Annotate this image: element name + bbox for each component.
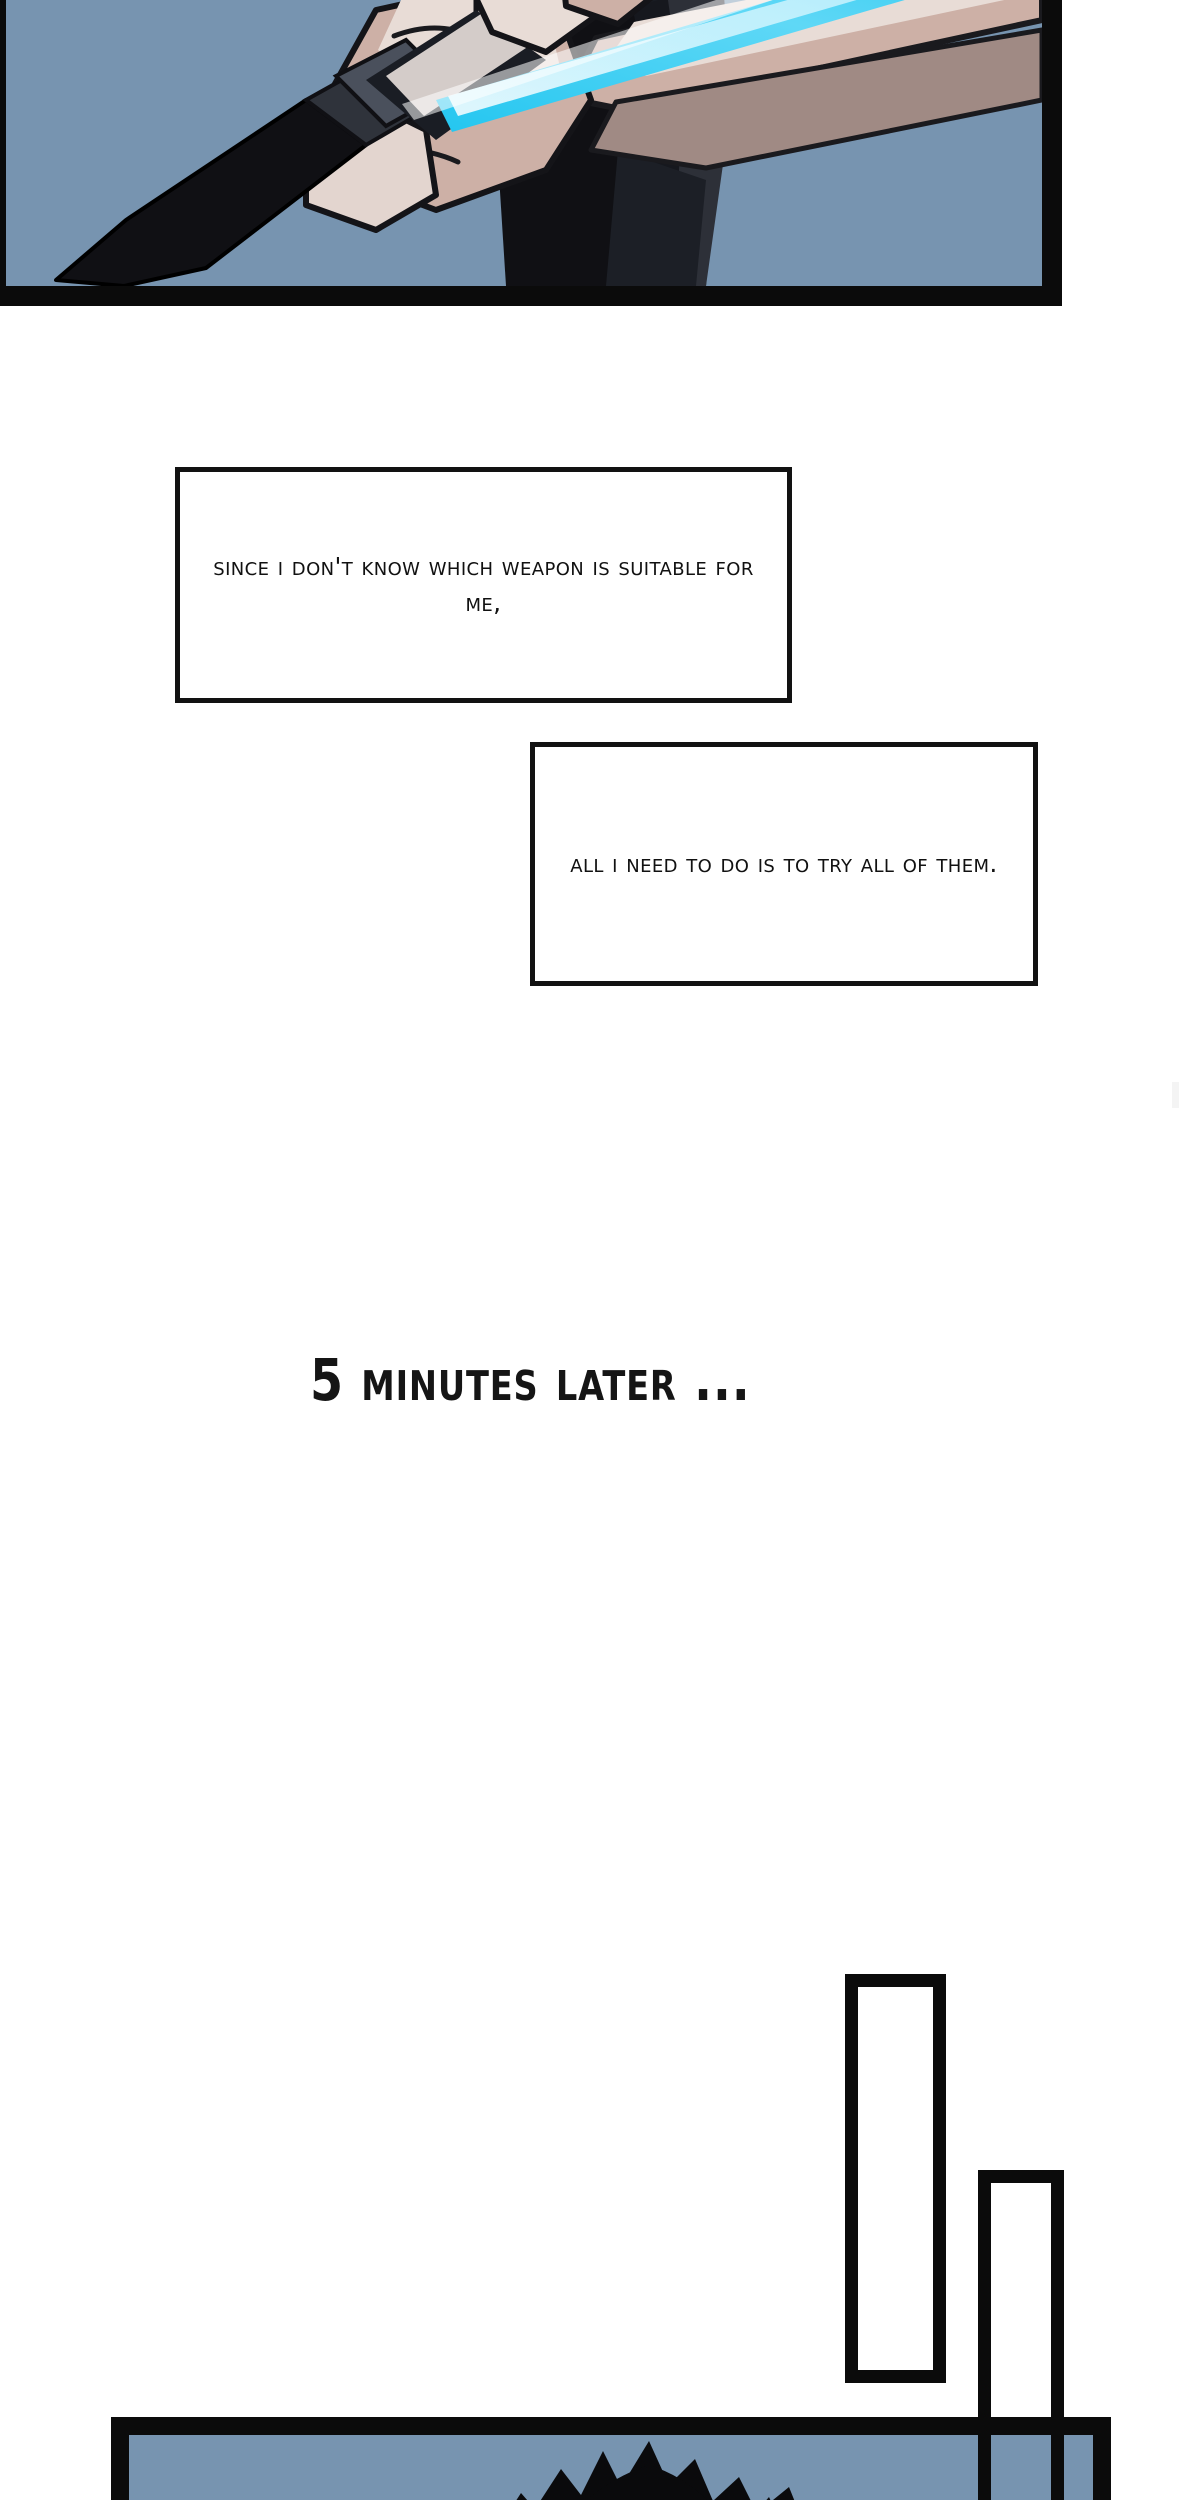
vertical-panel-frame-tall <box>845 1974 946 2383</box>
panel-character-head-silhouette <box>111 2417 1111 2500</box>
panel-hands-holding-glowing-sword <box>0 0 1062 306</box>
caption-box-weapon-unknown: Since I don't know which weapon is suita… <box>175 467 792 703</box>
panel-bottom-artwork <box>129 2435 1093 2500</box>
timeskip-text: 5 minutes later ... <box>310 1346 751 1414</box>
vertical-panel-frame-short <box>978 2170 1064 2500</box>
caption-1-text: Since I don't know which weapon is suita… <box>213 551 754 617</box>
page-artifact-speck <box>1172 1082 1179 1108</box>
caption-2-text: All I need to do is to try all of them. <box>570 848 998 878</box>
panel-top-artwork <box>6 0 1042 286</box>
caption-box-try-all: All I need to do is to try all of them. <box>530 742 1038 986</box>
timeskip-narration: 5 minutes later ... <box>310 1340 910 1420</box>
